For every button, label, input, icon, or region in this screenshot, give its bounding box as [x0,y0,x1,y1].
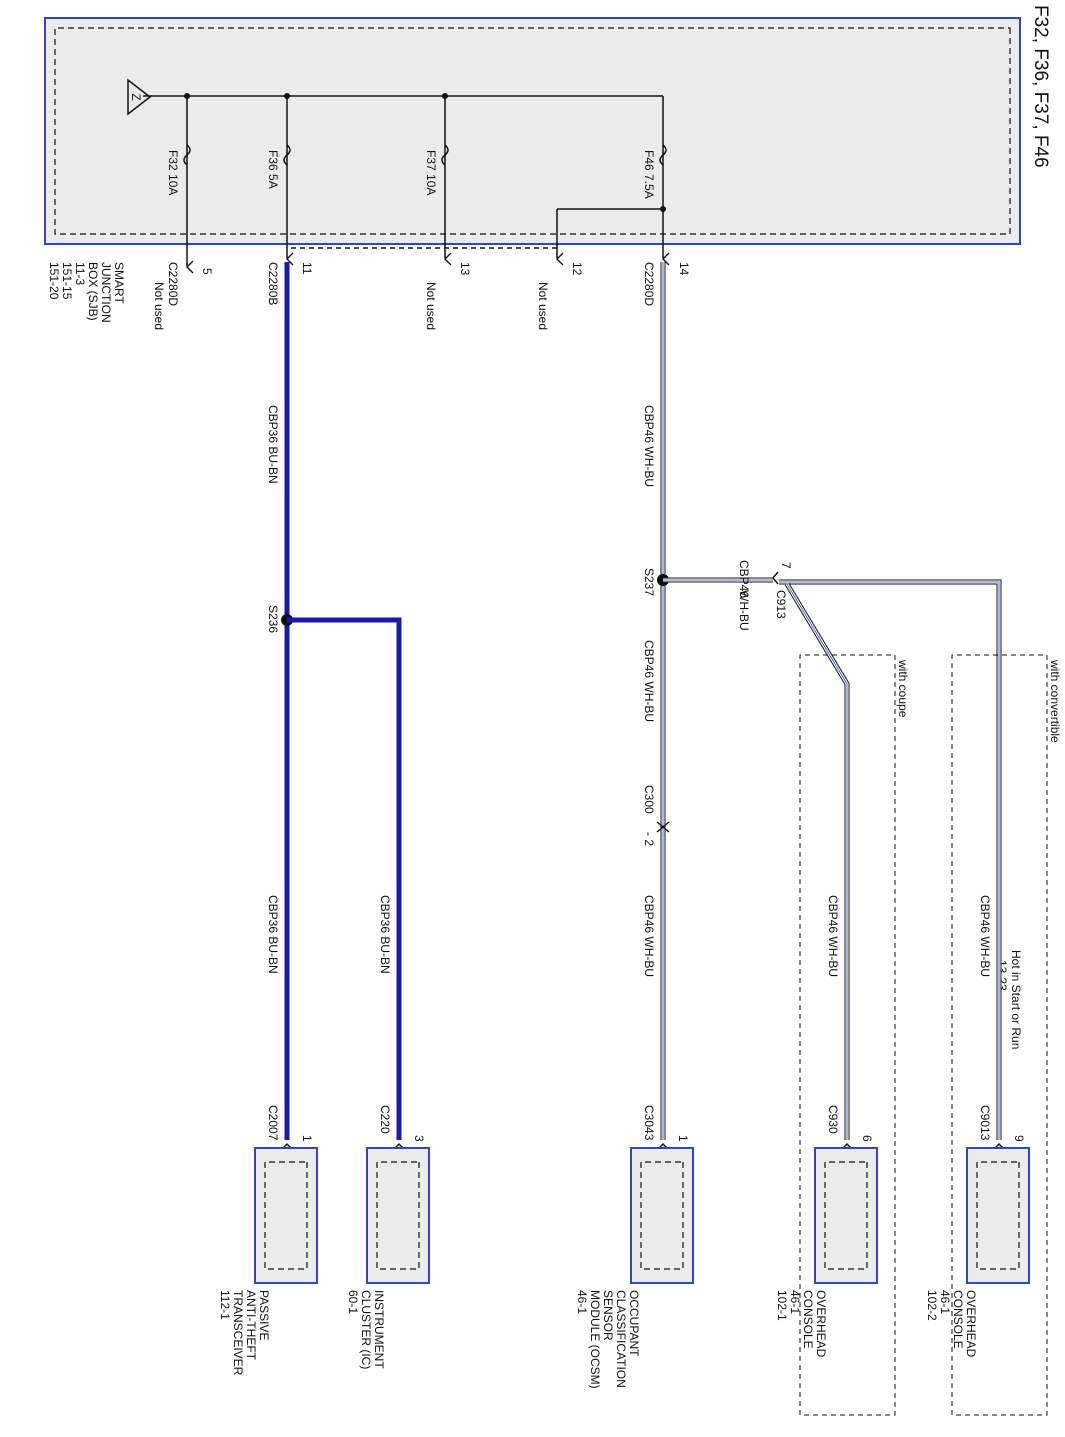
svg-text:Z: Z [129,93,143,100]
component-ocsm: OCCUPANTCLASSIFICATIONSENSORMODULE (OCSM… [575,1147,694,1389]
hot-source-triangle: Z [127,78,152,116]
svg-text:1: 1 [300,1135,314,1142]
wire-cbp46-label: CBP46 WH-BU [826,895,840,977]
svg-text:C2280D: C2280D [166,262,180,306]
wire-cbp46-branch-color: WH-BU [737,590,751,631]
svg-text:3: 3 [412,1135,426,1142]
fuse-f46-label: F46 7.5A [642,150,656,199]
fuse-f32-symbol [183,144,191,166]
connector-c9013: C9013 9 [978,1105,1026,1151]
svg-text:OCCUPANTCLASSIFICATIONSENSORMO: OCCUPANTCLASSIFICATIONSENSORMODULE (OCSM… [575,1290,641,1389]
svg-text:C9013: C9013 [978,1105,992,1141]
svg-text:13: 13 [458,262,472,276]
svg-text:C930: C930 [826,1105,840,1134]
fuse-f46-symbol [659,144,667,166]
svg-text:OVERHEADCONSOLE46-1102-2: OVERHEADCONSOLE46-1102-2 [925,1290,978,1358]
svg-text:C2280D: C2280D [642,262,656,306]
component-overhead-console-convertible: OVERHEADCONSOLE46-1102-2 [925,1147,1030,1358]
svg-text:C913: C913 [774,590,788,619]
component-pats: PASSIVEANTI-THEFTTRANSCEIVER112-1 [218,1147,318,1376]
svg-text:5: 5 [200,268,214,275]
option-box-coupe [799,654,896,1416]
fuse-f37-label: F37 10A [424,150,438,195]
fuse-f37-symbol [441,144,449,166]
wire-cbp46-label: CBP46 WH-BU [978,895,992,977]
svg-text:11: 11 [300,262,314,275]
wire-cbp46-label: CBP46 WH-BU [642,640,656,722]
svg-text:Not used: Not used [424,282,438,330]
wire-cbp46-label: CBP46 WH-BU [642,895,656,977]
svg-text:Not used: Not used [536,282,550,330]
fuse-f32-label: F32 10A [166,150,180,195]
wire-cbp36-label: CBP36 BU-BN [378,895,392,974]
svg-text:C220: C220 [378,1105,392,1134]
svg-text:- 2: - 2 [642,832,656,846]
connector-c2007: C2007 1 [266,1105,314,1151]
pin-14-connector: 14 C2280D [642,252,691,306]
svg-text:OVERHEADCONSOLE46-1102-1: OVERHEADCONSOLE46-1102-1 [775,1290,828,1358]
svg-text:7: 7 [779,562,793,569]
diagram-title: F32, F36, F37, F46 [1030,5,1051,168]
svg-text:Not used: Not used [152,282,166,330]
svg-text:6: 6 [860,1135,874,1142]
svg-text:C300: C300 [642,785,656,814]
svg-text:INSTRUMENTCLUSTER (IC)60-1: INSTRUMENTCLUSTER (IC)60-1 [346,1290,386,1369]
component-instrument-cluster: INSTRUMENTCLUSTER (IC)60-1 [346,1147,430,1369]
sjb-label: SMART JUNCTION BOX (SJB) 11-3 151-15 151… [47,262,126,326]
svg-text:12: 12 [570,262,584,276]
wire-cbp46-coupe [784,582,850,1140]
inline-connector-c913: 7 C913 [772,562,793,619]
connector-c930: C930 6 [826,1105,874,1151]
sjb-outer-frame [44,17,1021,245]
wire-cbp36-label: CBP36 BU-BN [266,895,280,974]
inline-connector-c300: C300 - 2 [642,785,670,846]
svg-text:14: 14 [677,262,691,276]
option-box-convertible [951,654,1048,1416]
connector-c220: C220 3 [378,1105,426,1151]
component-overhead-console-coupe: OVERHEADCONSOLE46-1102-1 [775,1147,878,1358]
fuse-f36-symbol [283,144,291,166]
pin-13-not-used: 13 Not used [424,252,472,330]
fuse-f36-label: F36 5A [266,150,280,189]
splice-s236-label: S236 [266,605,280,633]
svg-text:1: 1 [676,1135,690,1142]
svg-text:PASSIVEANTI-THEFTTRANSCEIVER11: PASSIVEANTI-THEFTTRANSCEIVER112-1 [218,1290,271,1376]
pin-5-not-used: 5 C2280D Not used [152,260,214,330]
option-convertible-label: with convertible [1048,659,1062,743]
connector-c3043: C3043 1 [642,1105,690,1151]
pin-11-connector: 11 C2280B [266,252,314,305]
wire-cbp46-branch-circuit: CBP46 [737,560,751,598]
svg-text:9: 9 [1012,1135,1026,1142]
sjb-inner-dashed [54,27,1011,235]
pin-12-not-used: 12 Not used [536,252,584,330]
splice-s237-label: S237 [642,568,656,596]
wire-cbp46-convertible [779,579,1002,1140]
svg-text:C3043: C3043 [642,1105,656,1141]
wire-cbp36-ic-branch [287,617,402,1140]
wire-cbp36-label: CBP36 BU-BN [266,405,280,484]
smart-junction-box: Z Hot in Start or Run 13-23 F46 7.5A F37… [44,17,1023,1049]
wire-cbp46-label: CBP46 WH-BU [642,405,656,487]
svg-text:C2007: C2007 [266,1105,280,1141]
svg-text:C2280B: C2280B [266,262,280,305]
option-coupe-label: with coupe [896,659,910,718]
